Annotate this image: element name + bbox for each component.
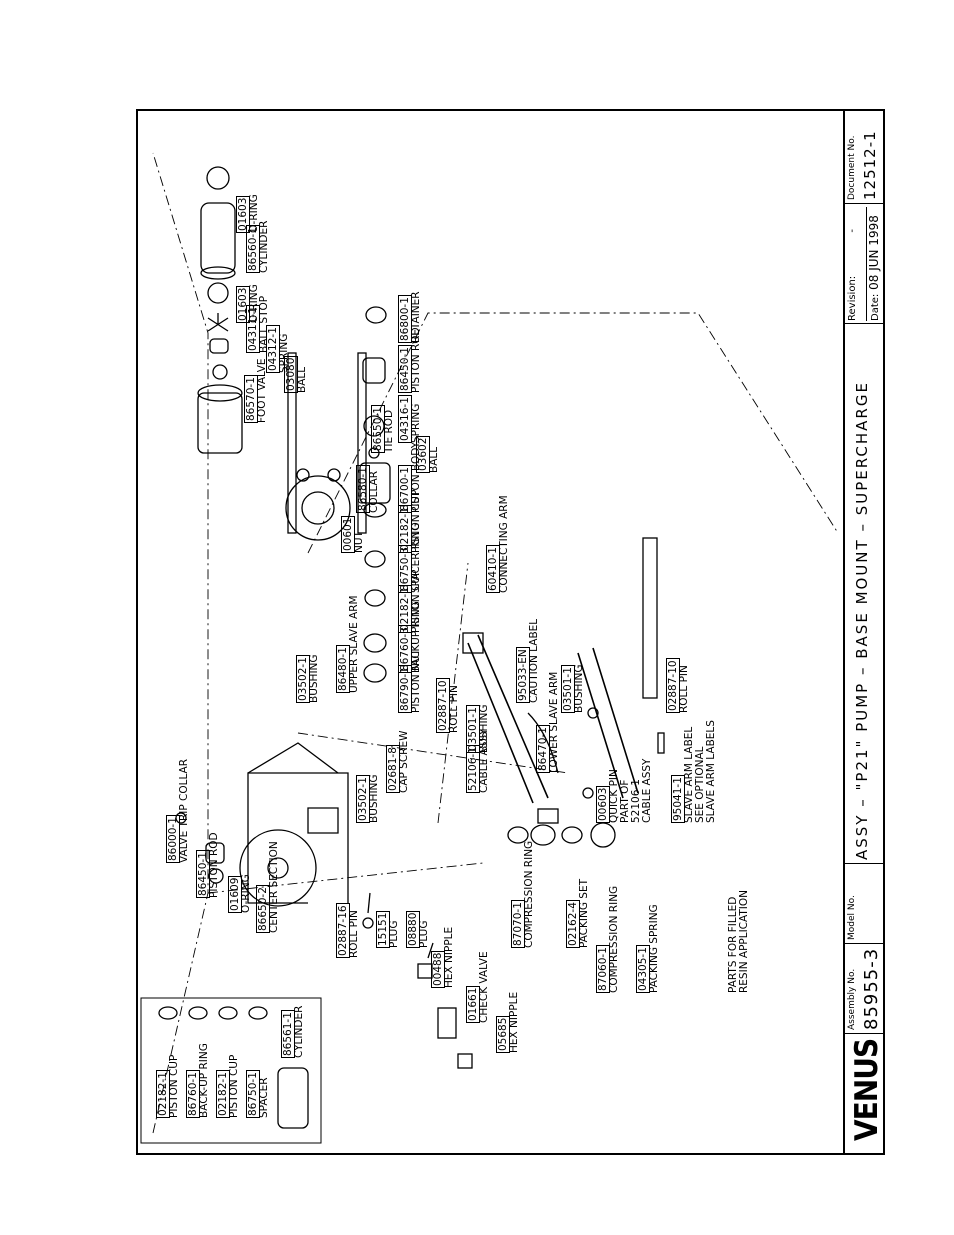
model-caption: Model No. — [847, 895, 857, 940]
document-cell: Document No. 12512-1 — [845, 111, 885, 203]
model-cell: Model No. — [845, 863, 885, 943]
assembly-number: 85955-3 — [861, 947, 882, 1030]
date-value: 08 JUN 1998 — [867, 215, 881, 290]
drawing-title: ASSY – "P21" PUMP – BASE MOUNT – SUPERCH… — [853, 381, 871, 860]
title-block: VENUS Assembly No. 85955-3 Model No. ASS… — [843, 111, 885, 1153]
revision-value: - — [847, 229, 858, 233]
assembly-cell: Assembly No. 85955-3 — [845, 943, 885, 1033]
document-caption: Document No. — [847, 135, 857, 200]
revision-caption: Revision: — [847, 275, 858, 321]
exploded-view-drawing — [140, 152, 839, 1144]
document-number: 12512-1 — [861, 130, 879, 200]
revision-date-cell: Revision: - Date: 08 JUN 1998 — [845, 203, 885, 323]
date-caption: Date: — [870, 293, 881, 321]
venus-logo: VENUS — [848, 1038, 885, 1141]
assembly-caption: Assembly No. — [847, 968, 857, 1030]
brand-cell: VENUS — [845, 1033, 885, 1153]
title-cell: ASSY – "P21" PUMP – BASE MOUNT – SUPERCH… — [845, 323, 885, 863]
